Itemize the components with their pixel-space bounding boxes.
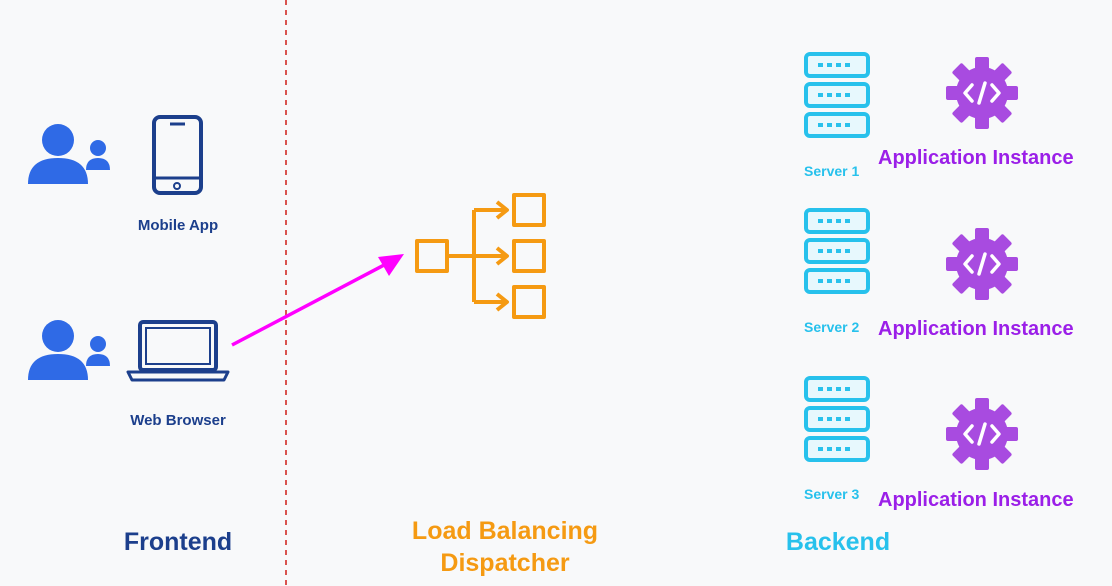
- load-balancer-title-line1: Load Balancing: [411, 517, 599, 545]
- load-balancer-icon: [415, 193, 546, 319]
- server-label-3: Server 3: [804, 486, 860, 502]
- code-gear-icon-3: [944, 396, 1020, 472]
- server-label-2: Server 2: [804, 319, 860, 335]
- web-browser-label: Web Browser: [130, 412, 226, 429]
- server-icon-3: [804, 376, 870, 462]
- code-gear-icon-1: [944, 55, 1020, 131]
- laptop-icon: [126, 320, 230, 382]
- load-balancer-title-line2: Dispatcher: [440, 549, 570, 577]
- request-arrow: [231, 254, 404, 347]
- server-icon-2: [804, 208, 870, 294]
- smartphone-icon: [152, 115, 203, 195]
- app-instance-label-2: Application Instance: [878, 318, 1074, 340]
- server-icon-1: [804, 52, 870, 138]
- backend-title: Backend: [785, 528, 891, 556]
- app-instance-label-1: Application Instance: [878, 147, 1074, 169]
- app-instance-label-3: Application Instance: [878, 489, 1074, 511]
- users-icon-web: [28, 320, 110, 380]
- frontend-title: Frontend: [123, 528, 233, 556]
- server-label-1: Server 1: [804, 163, 860, 179]
- load-balancer-title: Load Balancing Dispatcher: [390, 515, 620, 579]
- users-icon-mobile: [28, 124, 110, 184]
- mobile-app-label: Mobile App: [137, 217, 219, 234]
- code-gear-icon-2: [944, 226, 1020, 302]
